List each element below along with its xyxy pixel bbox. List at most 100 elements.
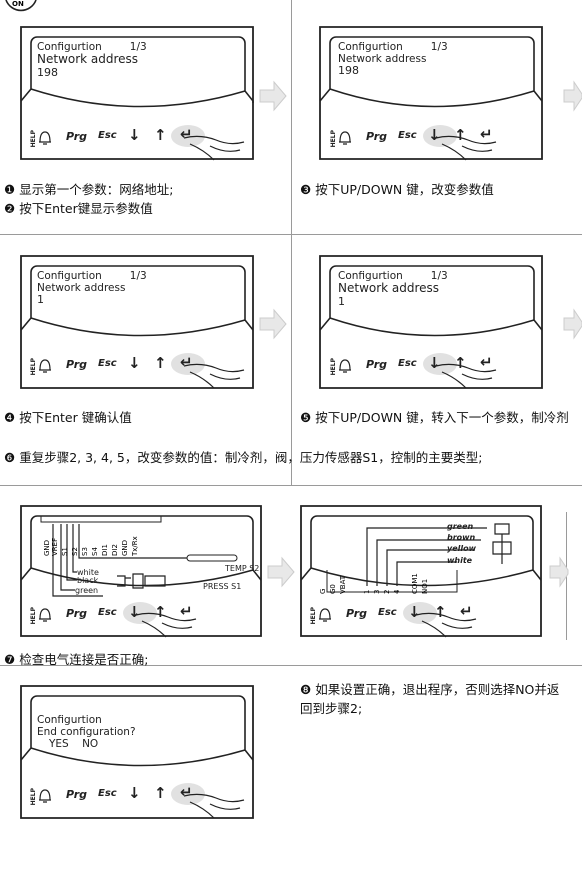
esc-key[interactable]: Esc (98, 788, 117, 799)
next-arrow-icon (549, 556, 569, 588)
bell-icon[interactable] (338, 130, 352, 146)
bell-icon[interactable] (38, 788, 52, 804)
lcd-network-address: Network address (37, 52, 139, 67)
terminal-vbat: VBAT (339, 575, 347, 594)
row-divider (0, 665, 582, 666)
bell-icon[interactable] (38, 130, 52, 146)
svg-text:ON: ON (12, 0, 24, 8)
enter-key[interactable]: ↵ (180, 125, 193, 143)
down-key[interactable]: ↓ (128, 354, 141, 372)
lcd-config-label: Configurtion (37, 714, 102, 726)
prg-key[interactable]: Prg (366, 130, 388, 143)
prg-key[interactable]: Prg (66, 358, 88, 371)
lcd-page: 1/3 (129, 270, 147, 282)
prg-key[interactable]: Prg (66, 607, 88, 620)
down-key[interactable]: ↓ (408, 603, 421, 621)
bell-icon[interactable] (338, 358, 352, 374)
help-label: HELP (310, 607, 317, 625)
wire-green-label: green (75, 586, 99, 595)
down-key[interactable]: ↓ (128, 603, 141, 621)
down-key[interactable]: ↓ (428, 354, 441, 372)
up-key[interactable]: ↑ (154, 784, 167, 802)
esc-key[interactable]: Esc (398, 130, 417, 141)
terminal-4: 4 (393, 589, 401, 594)
next-arrow-icon (563, 80, 582, 112)
pressing-hand-icon (123, 602, 197, 638)
wire-yellow-label: yellow (447, 544, 477, 553)
esc-key[interactable]: Esc (98, 130, 117, 141)
next-arrow-icon (563, 308, 582, 340)
up-key[interactable]: ↑ (154, 603, 167, 621)
lcd-page: 1/3 (430, 41, 448, 53)
esc-key[interactable]: Esc (98, 607, 117, 618)
lcd-config-label: Configurtion (37, 270, 102, 282)
lcd-network-address: Network address (338, 53, 427, 66)
keypad-row: HELP Prg Esc ↓ ↑ ↵ (30, 783, 250, 826)
enter-key[interactable]: ↵ (180, 353, 193, 371)
terminal-s2: S2 (71, 547, 79, 556)
lcd-page: 1/3 (129, 41, 147, 53)
up-key[interactable]: ↑ (454, 126, 467, 144)
caption-step-6: ❻ 重复步骤2, 3, 4, 5，改变参数的值：制冷剂，阀，压力传感器S1，控制… (4, 448, 578, 467)
bell-icon[interactable] (318, 607, 332, 623)
terminal-1: 1 (363, 590, 371, 594)
step-7-text: 检查电气连接是否正确; (19, 652, 149, 667)
lcd-network-address: Network address (338, 281, 440, 296)
esc-key[interactable]: Esc (398, 358, 417, 369)
badge-7: ❼ (4, 652, 16, 667)
up-key[interactable]: ↑ (454, 354, 467, 372)
caption-step-7: ❼ 检查电气连接是否正确; (4, 650, 404, 669)
help-label: HELP (330, 358, 337, 376)
lcd-page: 1/3 (430, 270, 448, 282)
terminal-com1: COM1 (411, 573, 419, 594)
prg-key[interactable]: Prg (66, 788, 88, 801)
bell-icon[interactable] (38, 358, 52, 374)
top-badge-icon: ON (5, 0, 37, 12)
next-arrow-icon (267, 556, 295, 588)
up-key[interactable]: ↑ (154, 354, 167, 372)
esc-key[interactable]: Esc (98, 358, 117, 369)
step-4-text: 按下Enter 键确认值 (19, 410, 132, 425)
down-key[interactable]: ↓ (128, 126, 141, 144)
terminal-2: 2 (383, 590, 391, 594)
terminal-no1: NO1 (421, 579, 429, 594)
enter-key[interactable]: ↵ (480, 125, 493, 143)
lcd-config-label: Configurtion (338, 270, 403, 282)
controller-outline (20, 505, 262, 637)
caption-step-5: ❺ 按下UP/DOWN 键，转入下一个参数，制冷剂 (300, 408, 576, 427)
esc-key[interactable]: Esc (378, 607, 397, 618)
up-key[interactable]: ↑ (434, 603, 447, 621)
terminal-s1: S1 (61, 547, 69, 556)
step-6-text: 重复步骤2, 3, 4, 5，改变参数的值：制冷剂，阀，压力传感器S1，控制的主… (19, 450, 483, 465)
lcd-value: 198 (338, 64, 359, 78)
enter-key[interactable]: ↵ (180, 783, 193, 801)
lcd-end-configuration: End configuration? (37, 726, 136, 739)
controller-outline (20, 685, 254, 819)
up-key[interactable]: ↑ (154, 126, 167, 144)
caption-step-1-2: ❶ 显示第一个参数：网络地址; ❷ 按下Enter键显示参数值 (4, 180, 284, 218)
terminal-labels: G G0 VBAT 1 3 2 4 COM1 NO1 (319, 573, 429, 594)
caption-step-4: ❹ 按下Enter 键确认值 (4, 408, 284, 427)
lcd-value: 1 (37, 293, 44, 307)
enter-key[interactable]: ↵ (480, 353, 493, 371)
next-arrow-icon (259, 80, 287, 112)
down-key[interactable]: ↓ (128, 784, 141, 802)
prg-key[interactable]: Prg (66, 130, 88, 143)
row-divider (0, 234, 582, 235)
bell-icon[interactable] (38, 607, 52, 623)
column-divider (291, 235, 292, 485)
enter-key[interactable]: ↵ (180, 602, 193, 620)
temp-s2-label: TEMP S2 (225, 564, 260, 573)
prg-key[interactable]: Prg (366, 358, 388, 371)
down-key[interactable]: ↓ (428, 126, 441, 144)
enter-key[interactable]: ↵ (460, 602, 473, 620)
prg-key[interactable]: Prg (346, 607, 368, 620)
controller-outline (20, 255, 254, 389)
controller-outline (20, 26, 254, 160)
step-3-text: 按下UP/DOWN 键，改变参数值 (315, 182, 494, 197)
keypad-row: HELP Prg Esc ↓ ↑ ↵ (310, 602, 530, 645)
terminal-di1: DI1 (101, 544, 109, 556)
caption-step-3: ❸ 按下UP/DOWN 键，改变参数值 (300, 180, 580, 199)
terminal-s4: S4 (91, 547, 99, 556)
